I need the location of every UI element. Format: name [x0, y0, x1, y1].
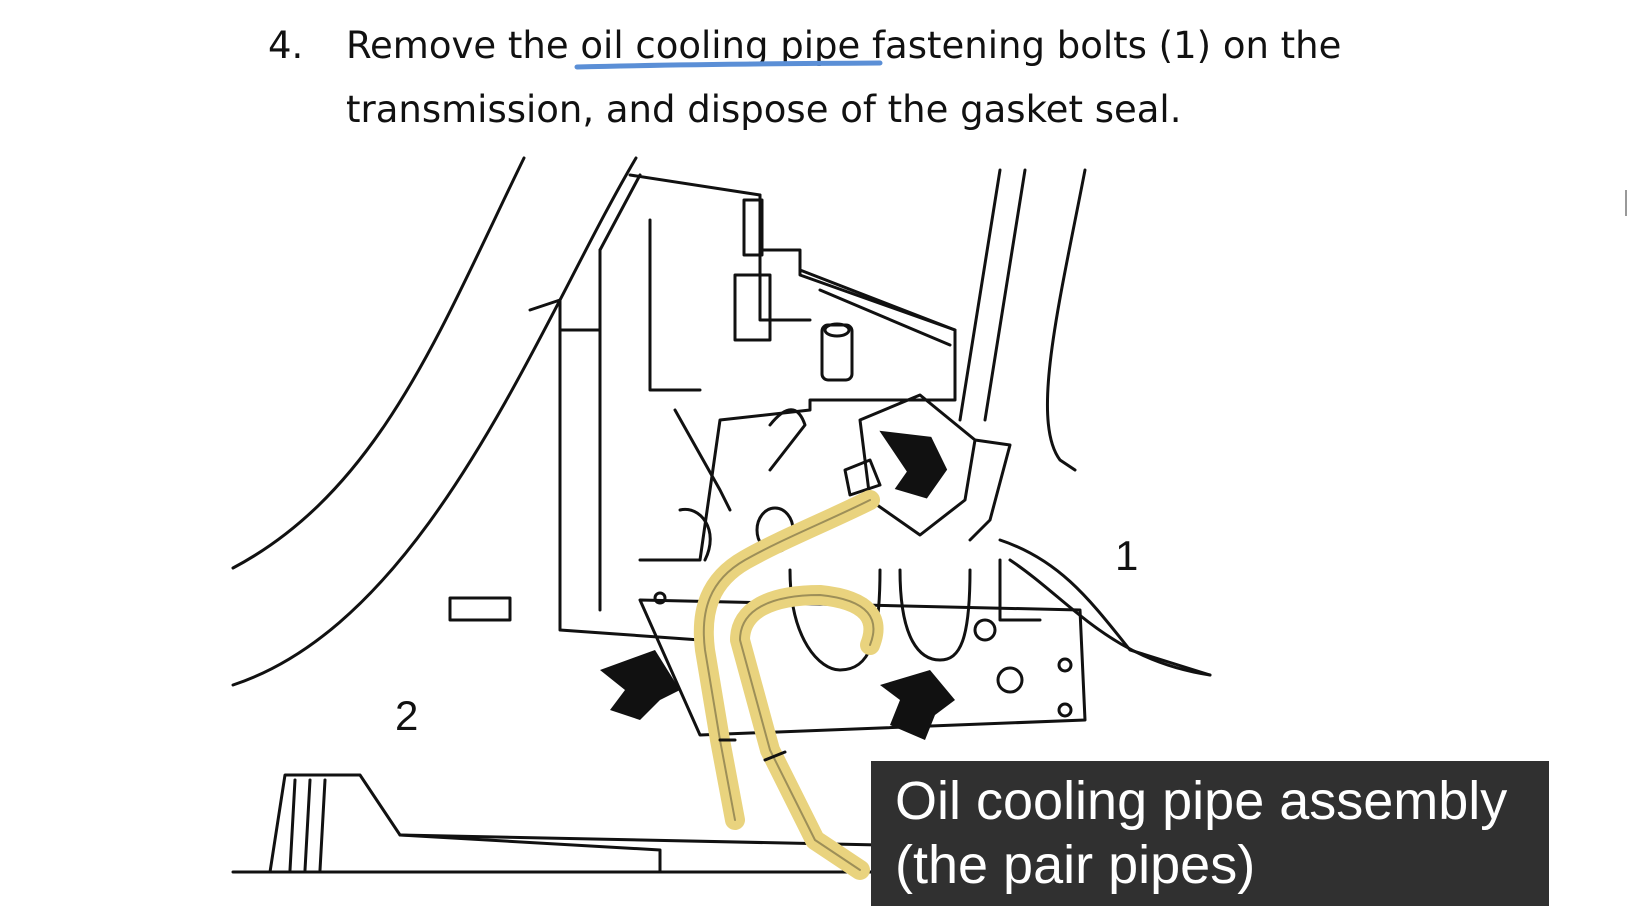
- hex-bolt: [843, 458, 882, 497]
- scrollbar-edge[interactable]: [1625, 190, 1627, 216]
- step-text-after: fastening bolts (1) on the: [860, 24, 1342, 67]
- callout-2: 2: [395, 692, 418, 739]
- left-stud: [673, 408, 732, 512]
- filter-housing-2: [898, 568, 972, 662]
- floor-panel-edge: [398, 833, 662, 874]
- step-text-line-2: transmission, and dispose of the gasket …: [346, 88, 1182, 131]
- left-connector: [678, 507, 712, 562]
- frame-line-a: [958, 168, 1002, 422]
- left-hook: [768, 408, 807, 472]
- step-text-before: Remove the: [346, 24, 581, 67]
- line-art: [231, 156, 1317, 874]
- bracket-tab: [742, 198, 764, 257]
- housing-rib: [648, 218, 702, 392]
- caption-line-2: (the pair pipes): [895, 835, 1256, 895]
- floor-ribs: [288, 778, 327, 872]
- pipe-a: [693, 490, 880, 830]
- pipe-ribs-b: [763, 750, 787, 762]
- pipe-a-edge: [702, 499, 871, 821]
- right-pipe-lower: [1008, 558, 1212, 677]
- callout-1: 1: [1115, 532, 1138, 579]
- arrows: [600, 430, 955, 740]
- step-text: Remove the oil cooling pipe fastening bo…: [346, 14, 1446, 142]
- floor-panel: [268, 773, 882, 874]
- wedge-lines: [798, 268, 957, 347]
- pipe-b: [730, 585, 884, 880]
- step-number: 4.: [268, 24, 304, 67]
- housing-left-top: [528, 173, 642, 332]
- step-text-line-1: Remove the oil cooling pipe fastening bo…: [346, 14, 1446, 78]
- sump-bolt-1: [1057, 657, 1073, 673]
- frame-line-b: [983, 168, 1027, 422]
- shaft-stub: [448, 596, 512, 622]
- sump-bolt-2: [1057, 702, 1073, 718]
- underline-mark: [574, 60, 883, 70]
- housing-outline: [628, 173, 957, 562]
- bolt-head-1: [973, 618, 997, 642]
- caption-line-1: Oil cooling pipe assembly: [895, 771, 1508, 831]
- bolt-bracket: [998, 558, 1042, 622]
- body-curve-upper: [231, 156, 526, 570]
- body-curve-lower: [231, 156, 638, 687]
- housing-left-side: [558, 328, 702, 642]
- oil-cooling-pipes: [693, 490, 884, 880]
- clamp-arm: [968, 438, 1012, 542]
- bracket-block: [733, 273, 772, 342]
- stud-top: [823, 322, 851, 338]
- sump-plug: [653, 591, 667, 605]
- frame-line-c: [1045, 168, 1087, 472]
- caption-box: Oil cooling pipe assembly (the pair pipe…: [871, 761, 1549, 906]
- arrow-bottom: [880, 670, 955, 740]
- arrow-left: [600, 650, 680, 720]
- pipe-b-edge: [739, 594, 875, 871]
- highlighted-term: oil cooling pipe: [580, 24, 861, 67]
- bolt-head-2: [996, 666, 1024, 694]
- housing-rib-2: [758, 193, 812, 322]
- right-pipe-upper: [998, 538, 1212, 677]
- arrow-top-right: [879, 430, 948, 499]
